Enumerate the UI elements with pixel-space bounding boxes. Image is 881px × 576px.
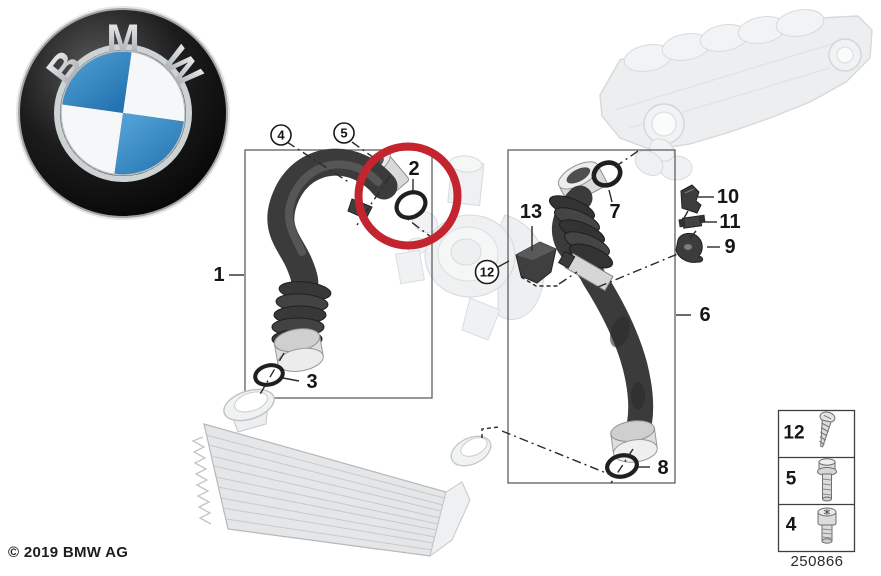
red-highlight-circle	[354, 142, 462, 250]
callout-label-7: 7	[609, 201, 620, 223]
legend-ref-12: 12	[783, 423, 804, 444]
cylinder-head-screw-icon	[817, 507, 837, 544]
charge-pipe-1	[267, 148, 409, 372]
sensor-10-part	[680, 184, 702, 214]
legend-ref-5: 5	[786, 469, 797, 490]
o-ring-7	[591, 160, 623, 188]
bracket-13-part	[515, 241, 557, 284]
bracket-9-part	[675, 232, 704, 263]
pan-head-screw-icon	[819, 411, 836, 448]
callout-label-9: 9	[724, 236, 735, 258]
callout-label-8: 8	[657, 457, 668, 479]
callout-label-10: 10	[717, 186, 739, 208]
intake-manifold-ghost	[599, 9, 873, 181]
o-ring-3	[253, 363, 285, 387]
callout-label-6: 6	[699, 304, 710, 326]
hex-bolt-icon	[817, 458, 837, 502]
callout-label-12: 12	[480, 265, 494, 280]
callout-label-2: 2	[408, 158, 419, 180]
callout-5: 5	[333, 122, 355, 144]
charge-pipe-6	[548, 161, 658, 463]
callout-4: 4	[270, 124, 292, 146]
callout-label-11: 11	[719, 211, 740, 233]
assembly-box-6	[507, 149, 676, 484]
turbocharger-ghost	[394, 155, 545, 341]
copyright-text: © 2019 BMW AG	[8, 544, 129, 561]
connector-11-part	[678, 214, 706, 229]
diagram-number: 250866	[790, 553, 844, 570]
hose-clamp	[557, 250, 614, 292]
callout-label-3: 3	[306, 371, 317, 393]
callout-label-4: 4	[277, 128, 285, 143]
callout-label-13: 13	[520, 201, 542, 223]
legend-ref-4: 4	[786, 515, 797, 536]
callout-label-1: 1	[213, 264, 224, 286]
callout-circle	[333, 122, 355, 144]
intercooler	[191, 388, 492, 558]
legend-table: 12 5 4	[777, 409, 856, 553]
leader-lines	[229, 141, 720, 484]
callout-12: 12	[474, 259, 500, 285]
o-ring-8	[605, 453, 639, 479]
callout-circle	[474, 259, 500, 285]
callout-circle	[270, 124, 292, 146]
callout-label-5: 5	[340, 126, 347, 141]
logo-letter-m: M	[106, 17, 139, 61]
bmw-roundel-logo: B M W	[16, 6, 230, 220]
